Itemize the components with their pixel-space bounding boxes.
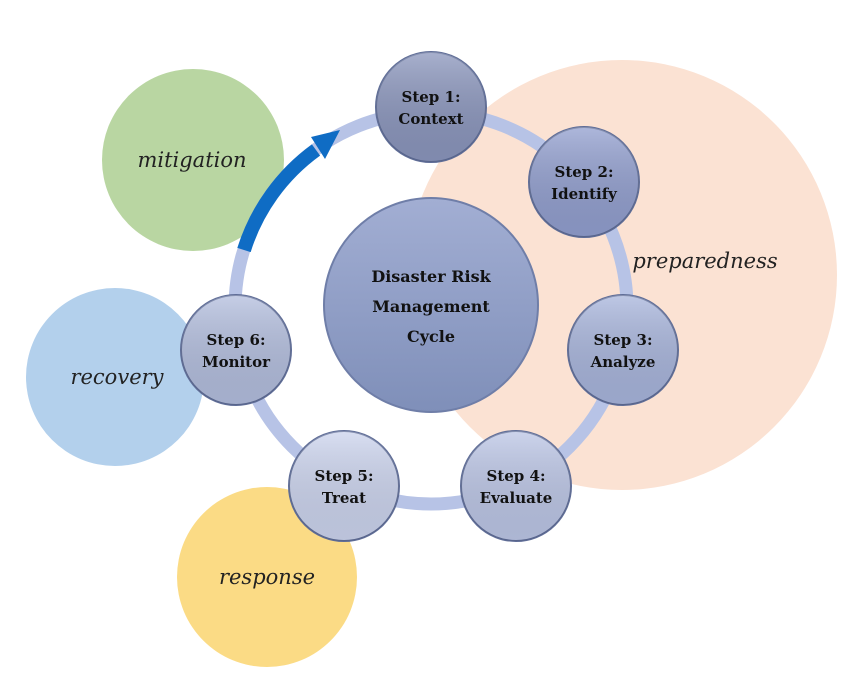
center-label-line3: Cycle [407,327,455,346]
step-2-number: Step 2: [555,163,614,181]
cycle-direction-arrow [237,144,321,253]
center-label-line1: Disaster Risk [371,267,491,286]
response-circle [177,487,357,667]
mitigation-label: mitigation [137,148,246,172]
step-5-number: Step 5: [315,467,374,485]
mitigation-circle [102,69,284,251]
step-3-number: Step 3: [594,331,653,349]
step-node-4: Step 4: Evaluate [460,430,572,542]
step-node-2: Step 2: Identify [528,126,640,238]
recovery-label: recovery [70,365,164,389]
response-label: response [219,565,315,589]
step-4-name: Evaluate [480,489,553,507]
cycle-arrowhead [311,130,340,159]
preparedness-label: preparedness [632,249,778,273]
center-label-line2: Management [372,297,490,316]
step-6-name: Monitor [202,353,271,371]
step-node-6: Step 6: Monitor [180,294,292,406]
step-2-name: Identify [551,185,618,203]
step-6-number: Step 6: [207,331,266,349]
step-1-number: Step 1: [402,88,461,106]
center-circle [323,197,539,413]
step-3-name: Analyze [590,353,656,371]
step-node-5: Step 5: Treat [288,430,400,542]
step-node-1: Step 1: Context [375,51,487,163]
step-node-3: Step 3: Analyze [567,294,679,406]
step-4-number: Step 4: [487,467,546,485]
step-5-name: Treat [322,489,366,507]
recovery-circle [26,288,204,466]
step-1-name: Context [398,110,463,128]
